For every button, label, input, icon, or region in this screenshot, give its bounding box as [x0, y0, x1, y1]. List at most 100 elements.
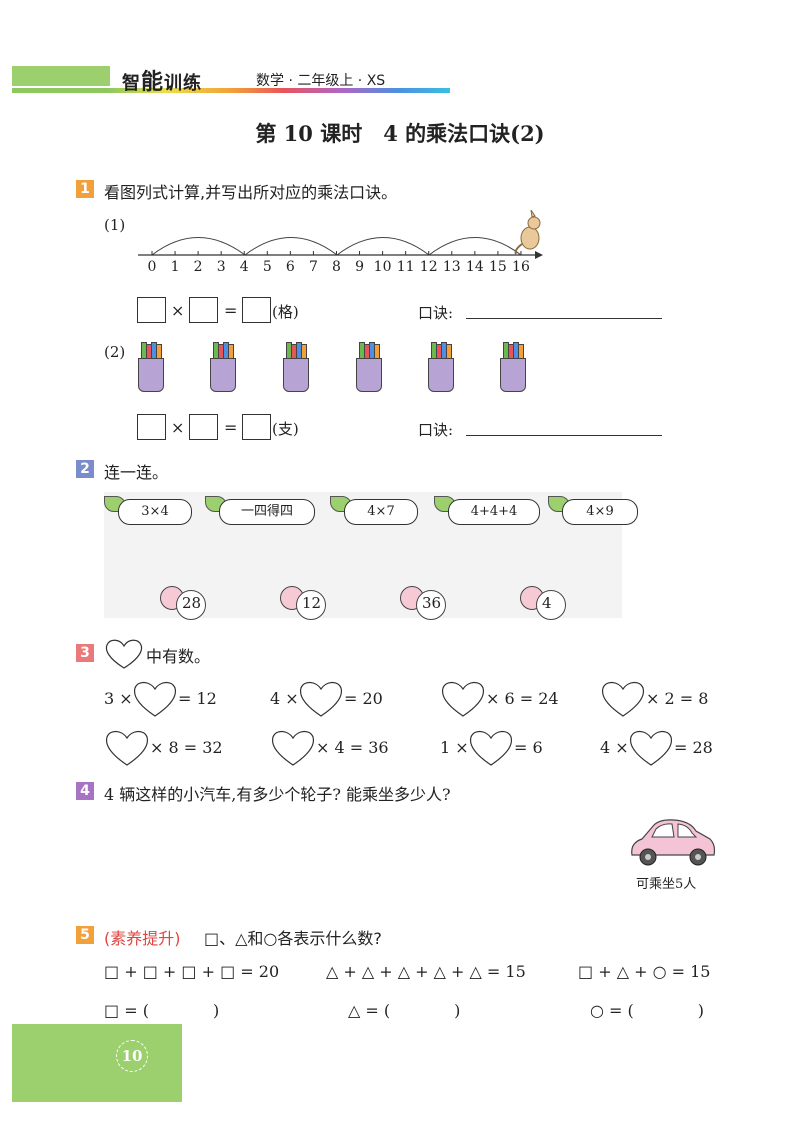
- page-number: 10: [116, 1040, 148, 1072]
- heart-blank[interactable]: [104, 729, 150, 767]
- flower-card[interactable]: [416, 590, 446, 620]
- tick-label: 4: [239, 259, 249, 275]
- answer-box[interactable]: [242, 414, 271, 440]
- cup: [138, 358, 164, 392]
- cup: [283, 358, 309, 392]
- flower-number: 36: [422, 594, 442, 612]
- pencil-cup-icon: [138, 342, 164, 392]
- question-2-text: 连一连。: [104, 463, 169, 482]
- equation-triangle: △ + △ + △ + △ + △ = 15: [326, 962, 526, 981]
- question-1-text: 看图列式计算,并写出所对应的乘法口诀。: [104, 183, 398, 202]
- tick-label: 9: [355, 259, 364, 275]
- pencil-cup-icon: [500, 342, 526, 392]
- heart-blank[interactable]: [440, 680, 486, 718]
- flower-number: 28: [182, 594, 202, 612]
- equation-prefix: 1 ×: [440, 738, 469, 757]
- equation-suffix: × 2 = 8: [646, 689, 709, 708]
- koujue-answer-line[interactable]: [466, 435, 662, 436]
- jump-arc: [428, 237, 522, 256]
- heart-blank[interactable]: [270, 729, 316, 767]
- kangaroo-icon: [514, 210, 541, 255]
- expression-card[interactable]: 一四得四: [219, 499, 315, 525]
- equation-suffix: = 6: [514, 738, 543, 757]
- koujue-label: 口诀:: [418, 304, 454, 322]
- question-4-number: 4: [76, 782, 94, 800]
- part-2-label: (2): [104, 343, 126, 361]
- tick-label: 6: [285, 259, 295, 275]
- cup: [500, 358, 526, 392]
- footer-green-block: [12, 1024, 182, 1102]
- equation-suffix: × 6 = 24: [486, 689, 559, 708]
- question-3-text: 中有数。: [146, 647, 211, 666]
- question-3-number: 3: [76, 644, 94, 662]
- brand-title: 智能训练: [122, 70, 203, 95]
- pencil-cup-icon: [210, 342, 236, 392]
- koujue-answer-line[interactable]: [466, 318, 662, 319]
- jump-arc: [244, 237, 338, 256]
- heart-blank[interactable]: [298, 680, 344, 718]
- header-green-bar: [12, 66, 110, 86]
- cup: [356, 358, 382, 392]
- page-title: 第 10 课时 4 的乘法口诀(2): [255, 121, 545, 146]
- expression-card[interactable]: 3×4: [118, 499, 192, 525]
- tick-label: 7: [308, 259, 318, 275]
- tick-label: 1: [170, 259, 180, 275]
- equation-suffix: × 4 = 36: [316, 738, 389, 757]
- heart-blank[interactable]: [628, 729, 674, 767]
- pencil-cup-icon: [428, 342, 454, 392]
- jump-arc: [336, 237, 430, 256]
- header-rainbow-line: [12, 88, 450, 93]
- flower-number: 4: [542, 594, 552, 612]
- heart-icon: [105, 639, 143, 669]
- heart-blank[interactable]: [132, 680, 178, 718]
- koujue-label: 口诀:: [418, 421, 454, 439]
- question-1-number: 1: [76, 180, 94, 198]
- question-5-text: □、△和○各表示什么数?: [204, 929, 382, 948]
- car-caption: 可乘坐5人: [636, 877, 697, 892]
- car-icon: [631, 819, 716, 866]
- equation-prefix: 4 ×: [600, 738, 629, 757]
- equation-suffix: = 12: [178, 689, 217, 708]
- tick-label: 5: [262, 259, 272, 275]
- pencil-cup-icon: [356, 342, 382, 392]
- heart-blank[interactable]: [468, 729, 514, 767]
- flower-card[interactable]: [536, 590, 566, 620]
- tick-label: 15: [488, 259, 507, 275]
- question-5-number: 5: [76, 926, 94, 944]
- answer-triangle[interactable]: △ = ( ): [348, 1001, 461, 1020]
- equation-square: □ + □ + □ + □ = 20: [104, 962, 280, 981]
- tick-label: 12: [419, 259, 438, 275]
- question-4-text: 4 辆这样的小汽车,有多少个轮子? 能乘坐多少人?: [104, 785, 451, 804]
- answer-box[interactable]: [137, 414, 166, 440]
- answer-square[interactable]: □ = ( ): [104, 1001, 220, 1020]
- times-sign: ×: [171, 301, 185, 320]
- answer-box[interactable]: [189, 297, 218, 323]
- unit-label: (支): [272, 420, 299, 438]
- equation-prefix: 4 ×: [270, 689, 299, 708]
- part-1-label: (1): [104, 216, 126, 234]
- question-2-number: 2: [76, 460, 94, 478]
- cup: [428, 358, 454, 392]
- answer-box[interactable]: [189, 414, 218, 440]
- expression-card[interactable]: 4×9: [562, 499, 638, 525]
- equation-suffix: = 28: [674, 738, 713, 757]
- tick-label: 13: [442, 259, 461, 275]
- answer-box[interactable]: [137, 297, 166, 323]
- answer-box[interactable]: [242, 297, 271, 323]
- flower-card[interactable]: [296, 590, 326, 620]
- literacy-tag: (素养提升): [104, 929, 181, 948]
- flower-card[interactable]: [176, 590, 206, 620]
- equals-sign: =: [224, 301, 238, 320]
- answer-circle[interactable]: ○ = ( ): [590, 1001, 705, 1020]
- equals-sign: =: [224, 418, 238, 437]
- heart-blank[interactable]: [600, 680, 646, 718]
- tick-label: 11: [396, 259, 415, 275]
- pencil-cup-icon: [283, 342, 309, 392]
- tick-label: 16: [512, 259, 530, 275]
- tick-label: 3: [216, 259, 226, 275]
- unit-label: (格): [272, 303, 299, 321]
- tick-label: 14: [465, 259, 484, 275]
- equation-suffix: × 8 = 32: [150, 738, 223, 757]
- expression-card[interactable]: 4×7: [344, 499, 418, 525]
- expression-card[interactable]: 4+4+4: [448, 499, 540, 525]
